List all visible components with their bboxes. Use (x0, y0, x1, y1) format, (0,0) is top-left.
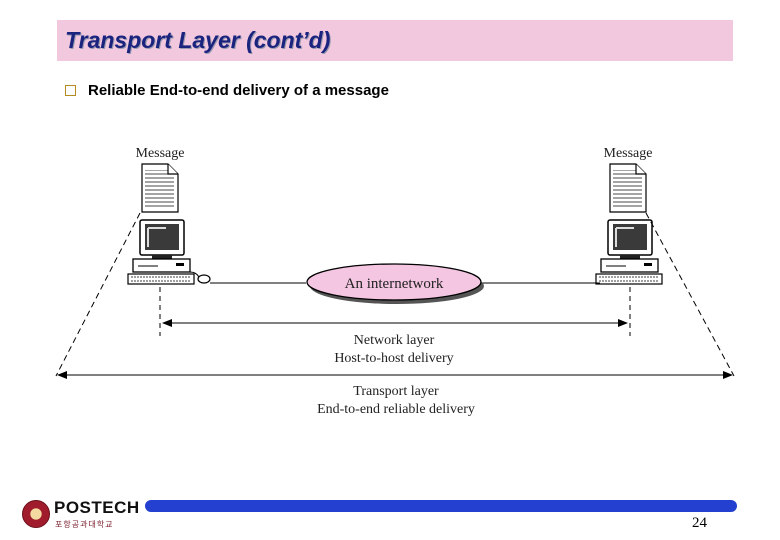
bullet-text: Reliable End-to-end delivery of a messag… (88, 82, 389, 99)
right-transport-guide (645, 212, 735, 377)
logo-wordmark: POSTECH (54, 498, 140, 517)
left-transport-guide (55, 212, 141, 377)
square-bullet-icon (65, 85, 76, 96)
internetwork-cloud: An internetwork (306, 263, 484, 304)
title-band: Transport Layer (cont’d) (57, 20, 733, 61)
transport-layer-sublabel: End-to-end reliable delivery (317, 402, 475, 417)
postech-logo: POSTECH 포항공과대학교 (22, 498, 139, 532)
left-document-icon (141, 163, 179, 213)
network-layer-sublabel: Host-to-host delivery (334, 351, 453, 366)
internetwork-label: An internetwork (345, 276, 444, 292)
bullet-item: Reliable End-to-end delivery of a messag… (65, 82, 389, 99)
right-computer-icon (595, 219, 663, 285)
right-document-icon (609, 163, 647, 213)
left-computer-icon (127, 219, 211, 285)
page-title: Transport Layer (cont’d) (65, 27, 331, 53)
network-layer-label: Network layer (354, 333, 435, 348)
right-message-label: Message (604, 146, 653, 161)
page-number: 24 (692, 515, 707, 531)
logo-subtext: 포항공과대학교 (55, 520, 114, 529)
university-seal-icon (22, 500, 50, 528)
transport-layer-label: Transport layer (353, 384, 439, 399)
footer-bar (145, 500, 737, 512)
left-message-label: Message (136, 146, 185, 161)
